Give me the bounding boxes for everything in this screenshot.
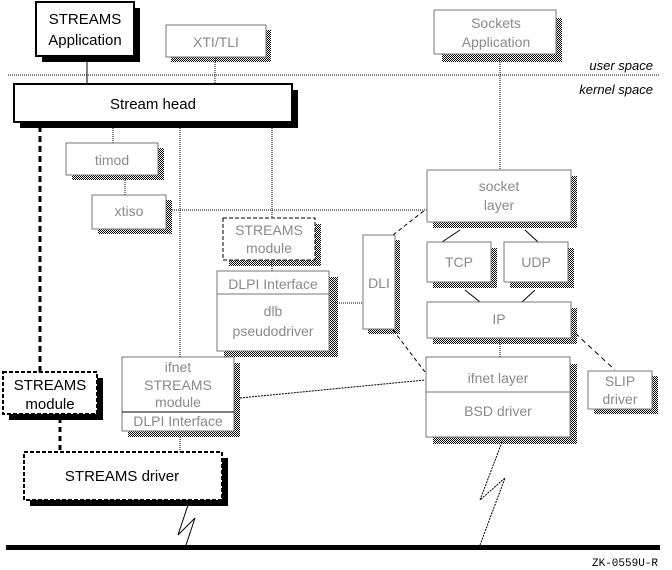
box-xtiso[interactable]: xtiso xyxy=(91,194,172,234)
svg-text:ifnet: ifnet xyxy=(165,359,192,375)
network-bus xyxy=(6,545,660,550)
svg-text:Application: Application xyxy=(48,32,121,49)
box-ifnet-streams-module[interactable]: ifnet STREAMS module DLPI Interface xyxy=(121,356,240,437)
box-dli[interactable]: DLI xyxy=(362,234,400,334)
svg-text:STREAMS: STREAMS xyxy=(144,377,212,393)
svg-text:dlb: dlb xyxy=(264,303,283,319)
svg-text:module: module xyxy=(155,394,201,410)
svg-text:DLI: DLI xyxy=(368,275,390,291)
svg-text:STREAMS: STREAMS xyxy=(14,377,87,394)
box-streams-driver[interactable]: STREAMS driver xyxy=(23,451,228,506)
box-timod[interactable]: timod xyxy=(65,142,164,180)
box-dlb-pseudodriver[interactable]: DLPI Interface dlb pseudodriver xyxy=(216,270,338,357)
figure-id: ZK-0559U-R xyxy=(592,558,658,570)
dlpi-interface-lower: DLPI Interface xyxy=(133,413,223,429)
box-stream-head[interactable]: Stream head xyxy=(13,83,298,128)
connector-tcp-ip xyxy=(464,289,481,303)
connector-dli-ifnet xyxy=(392,329,426,373)
svg-text:driver: driver xyxy=(602,391,637,407)
box-xti-tli[interactable]: XTI/TLI xyxy=(165,24,271,62)
box-ip[interactable]: IP xyxy=(426,301,577,344)
bsd-driver-label: BSD driver xyxy=(464,403,532,419)
box-tcp[interactable]: TCP xyxy=(426,241,497,288)
svg-text:module: module xyxy=(25,396,74,413)
connector-dli-socketlayer xyxy=(392,209,426,236)
connectors xyxy=(38,58,616,452)
svg-text:SLIP: SLIP xyxy=(605,373,635,389)
box-streams-application[interactable]: STREAMS Application xyxy=(35,1,140,62)
user-space-label: user space xyxy=(589,58,653,73)
dlpi-interface-upper: DLPI Interface xyxy=(228,276,318,292)
svg-text:Stream head: Stream head xyxy=(110,96,196,113)
svg-text:module: module xyxy=(246,240,292,256)
lightning-bsd-driver xyxy=(479,441,506,546)
svg-text:UDP: UDP xyxy=(521,254,551,270)
svg-text:STREAMS driver: STREAMS driver xyxy=(65,468,179,485)
box-socket-layer[interactable]: socket layer xyxy=(426,169,577,228)
svg-text:Sockets: Sockets xyxy=(471,15,521,31)
svg-text:STREAMS: STREAMS xyxy=(235,222,303,238)
svg-text:TCP: TCP xyxy=(445,254,473,270)
svg-text:STREAMS: STREAMS xyxy=(49,11,122,28)
connector-udp-ip xyxy=(521,289,536,303)
connector-socket-udp xyxy=(524,229,539,243)
box-streams-module-upper[interactable]: STREAMS module xyxy=(222,217,321,266)
box-sockets-application[interactable]: Sockets Application xyxy=(433,9,562,62)
lightning-streams-driver xyxy=(177,504,196,549)
box-streams-module-left[interactable]: STREAMS module xyxy=(2,371,103,420)
connector-ip-slip xyxy=(574,332,616,371)
svg-text:timod: timod xyxy=(95,152,129,168)
svg-text:socket: socket xyxy=(479,178,520,194)
svg-text:XTI/TLI: XTI/TLI xyxy=(193,34,239,50)
svg-text:Application: Application xyxy=(462,34,531,50)
svg-text:xtiso: xtiso xyxy=(115,203,144,219)
kernel-space-label: kernel space xyxy=(579,82,653,97)
svg-text:IP: IP xyxy=(492,311,505,327)
connector-socket-tcp xyxy=(441,229,461,243)
svg-text:layer: layer xyxy=(484,197,515,213)
box-ifnet-bsd-driver[interactable]: ifnet layer BSD driver xyxy=(425,356,577,444)
ifnet-layer-label: ifnet layer xyxy=(468,370,529,386)
box-udp[interactable]: UDP xyxy=(503,241,574,288)
box-slip-driver[interactable]: SLIP driver xyxy=(587,370,658,414)
connector-ifnetmodule-ifnetlayer xyxy=(239,379,426,399)
svg-text:pseudodriver: pseudodriver xyxy=(233,323,314,339)
